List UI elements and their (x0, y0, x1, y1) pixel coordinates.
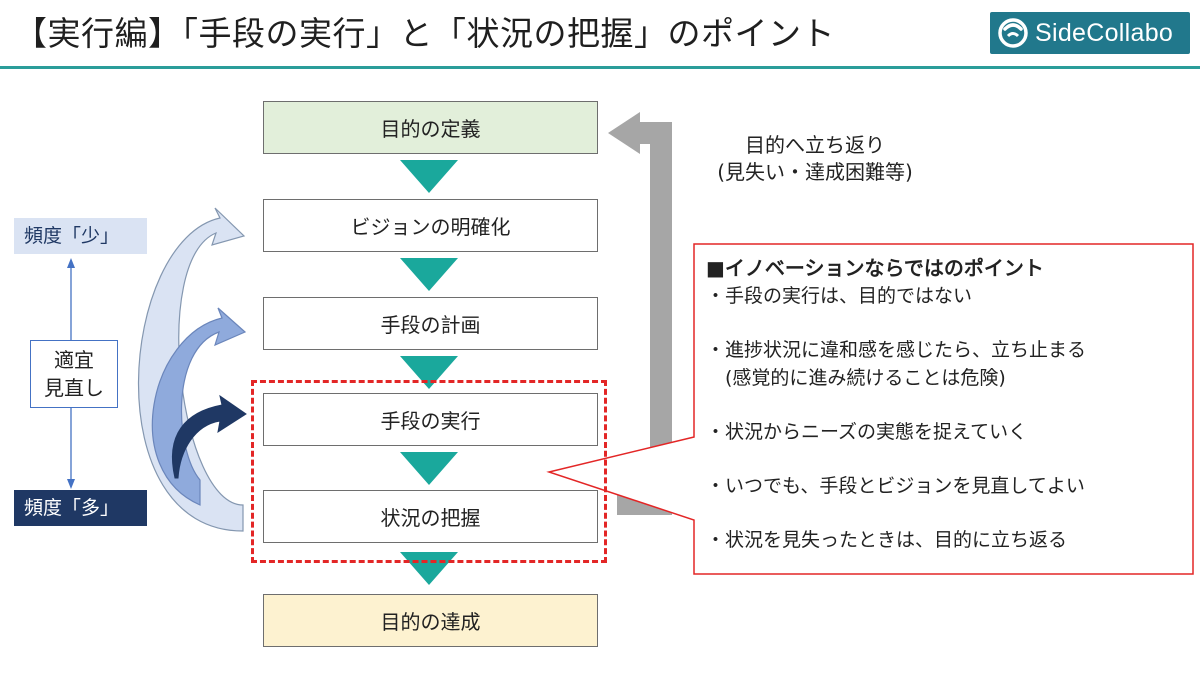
sidecollabo-logo: SideCollabo (990, 12, 1190, 54)
down-arrow (400, 452, 458, 485)
frequency-high-label: 頻度「多」 (14, 490, 147, 526)
return-line-2: (見失い・達成困難等) (717, 160, 913, 184)
return-line-1: 目的へ立ち返り (745, 133, 885, 157)
callout-item: ・状況からニーズの実態を捉えていく (706, 421, 1028, 443)
callout-shape (546, 243, 1194, 575)
step-clarify-vision: ビジョンの明確化 (263, 199, 598, 252)
review-as-needed-box: 適宜 見直し (30, 340, 118, 408)
callout-heading: ■イノベーションならではのポイント (706, 256, 1044, 280)
step-achieve-goal: 目的の達成 (263, 594, 598, 647)
step-plan-means: 手段の計画 (263, 297, 598, 350)
step-execute-means: 手段の実行 (263, 393, 598, 446)
callout-item: ・手段の実行は、目的ではない (706, 285, 973, 307)
frequency-low-label: 頻度「少」 (14, 218, 147, 254)
return-to-goal-label: 目的へ立ち返り (見失い・達成困難等) (690, 132, 940, 186)
curved-arrow-dark (171, 394, 247, 479)
callout-item: ・いつでも、手段とビジョンを見直してよい (706, 475, 1085, 497)
callout-item: ・状況を見失ったときは、目的に立ち返る (706, 529, 1068, 551)
slide-title: 【実行編】「手段の実行」と「状況の把握」のポイント (14, 14, 835, 53)
step-define-goal: 目的の定義 (263, 101, 598, 154)
step-grasp-situation: 状況の把握 (263, 490, 598, 543)
execution-highlight-frame (251, 380, 607, 563)
innovation-points-callout: ■イノベーションならではのポイント ・手段の実行は、目的ではない ・進捗状況に違… (706, 254, 1176, 554)
sidecollabo-logo-icon (998, 18, 1028, 48)
down-arrow (400, 160, 458, 193)
review-line-2: 見直し (44, 376, 104, 400)
return-arrow (608, 112, 672, 515)
down-arrow (400, 258, 458, 291)
logo-text: SideCollabo (1035, 18, 1174, 47)
down-arrow (400, 356, 458, 389)
callout-item-note: (感覚的に進み続けることは危険) (706, 367, 1006, 389)
title-divider (0, 66, 1200, 69)
review-line-1: 適宜 (54, 348, 94, 372)
callout-item: ・進捗状況に違和感を感じたら、立ち止まる (706, 339, 1087, 361)
